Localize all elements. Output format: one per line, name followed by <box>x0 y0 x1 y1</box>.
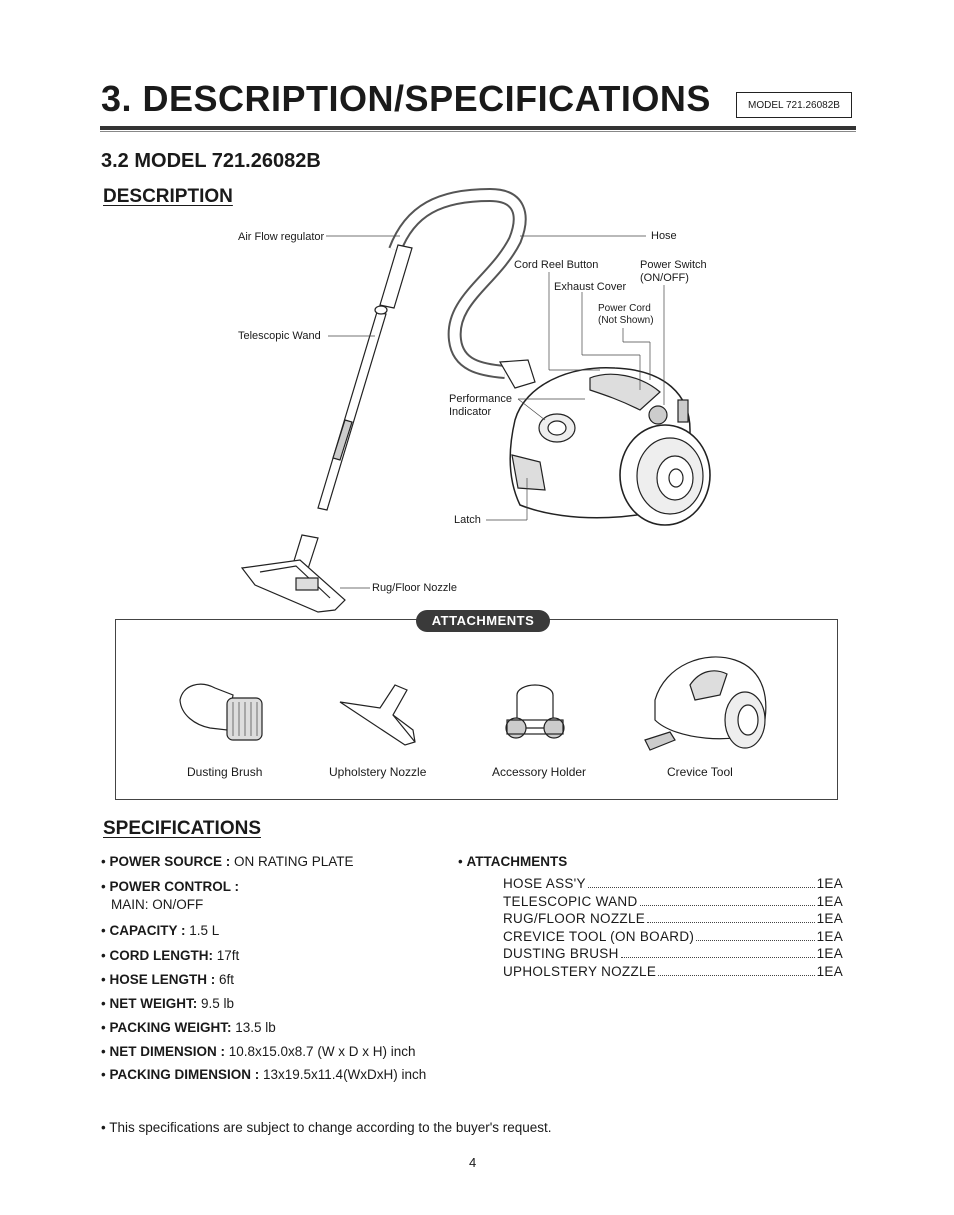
leader-dots <box>696 930 815 941</box>
spec-power-source: • POWER SOURCE : ON RATING PLATE <box>101 854 354 869</box>
attachment-qty: 1EA <box>816 876 843 891</box>
callout-power-cord-sub: (Not Shown) <box>598 315 654 326</box>
attachment-name: UPHOLSTERY NOZZLE <box>503 963 657 979</box>
description-heading: DESCRIPTION <box>103 186 233 207</box>
callout-latch: Latch <box>454 514 481 526</box>
leader-dots <box>587 877 815 888</box>
section-subtitle: 3.2 MODEL 721.26082B <box>101 150 321 172</box>
specifications-heading: SPECIFICATIONS <box>103 818 261 839</box>
attachment-name: DUSTING BRUSH <box>503 946 619 961</box>
callout-performance-sub: Indicator <box>449 406 492 418</box>
callout-performance: Performance <box>449 393 512 405</box>
attachments-list: HOSE ASS'Y 1EA TELESCOPIC WAND 1EA RUG/F… <box>503 876 843 981</box>
callout-power-switch: Power Switch <box>640 259 707 271</box>
attachment-label-upholstery-nozzle: Upholstery Nozzle <box>329 765 427 779</box>
attachments-list-heading: • ATTACHMENTS <box>458 854 568 869</box>
attachment-qty: 1EA <box>816 928 843 944</box>
callout-hose: Hose <box>651 230 677 242</box>
crevice-tool-icon <box>644 656 767 751</box>
attachment-name: TELESCOPIC WAND <box>503 893 638 909</box>
attachment-row: DUSTING BRUSH 1EA <box>503 946 843 964</box>
callout-rug-floor-nozzle: Rug/Floor Nozzle <box>372 582 457 594</box>
attachment-row: HOSE ASS'Y 1EA <box>503 876 843 894</box>
attachment-name: HOSE ASS'Y <box>503 876 586 891</box>
callout-cord-reel-button: Cord Reel Button <box>514 259 599 271</box>
callout-air-flow-regulator: Air Flow regulator <box>238 231 325 243</box>
attachment-label-dusting-brush: Dusting Brush <box>187 765 263 779</box>
leader-dots <box>620 947 815 958</box>
attachment-qty: 1EA <box>816 946 843 961</box>
attachment-row: RUG/FLOOR NOZZLE 1EA <box>503 911 843 929</box>
leader-dots <box>647 912 815 923</box>
callout-exhaust-cover: Exhaust Cover <box>554 281 627 293</box>
attachment-name: RUG/FLOOR NOZZLE <box>503 911 646 926</box>
spec-net-weight: • NET WEIGHT: 9.5 lb <box>101 996 235 1011</box>
attachment-label-crevice-tool: Crevice Tool <box>667 765 733 779</box>
page-title: 3. DESCRIPTION/SPECIFICATIONS <box>101 78 711 119</box>
spec-hose-length: • HOSE LENGTH : 6ft <box>101 972 235 987</box>
title-divider-thin <box>100 131 856 132</box>
model-number-box: MODEL 721.26082B <box>736 92 852 118</box>
upholstery-nozzle-icon <box>339 684 416 746</box>
attachment-qty: 1EA <box>816 963 843 979</box>
leader-dots <box>658 965 815 976</box>
attachments-badge: ATTACHMENTS <box>416 610 550 632</box>
vacuum-diagram <box>240 187 711 613</box>
attachment-row: UPHOLSTERY NOZZLE 1EA <box>503 964 843 982</box>
attachment-row: CREVICE TOOL (ON BOARD) 1EA <box>503 929 843 947</box>
dusting-brush-icon <box>179 683 263 741</box>
spec-packing-weight: • PACKING WEIGHT: 13.5 lb <box>101 1020 276 1035</box>
spec-capacity: • CAPACITY : 1.5 L <box>101 923 220 938</box>
title-divider <box>100 126 856 130</box>
attachments-illustrations <box>179 656 767 751</box>
callout-telescopic-wand: Telescopic Wand <box>238 330 321 342</box>
spec-packing-dimension: • PACKING DIMENSION : 13x19.5x11.4(WxDxH… <box>101 1067 427 1082</box>
attachment-qty: 1EA <box>816 911 843 926</box>
attachment-label-accessory-holder: Accessory Holder <box>492 765 587 779</box>
spec-note: • This specifications are subject to cha… <box>101 1120 552 1135</box>
accessory-holder-icon <box>505 684 565 739</box>
callout-power-cord: Power Cord <box>598 303 651 314</box>
attachment-row: TELESCOPIC WAND 1EA <box>503 894 843 912</box>
leader-dots <box>639 895 815 906</box>
attachment-qty: 1EA <box>816 893 843 909</box>
attachment-name: CREVICE TOOL (ON BOARD) <box>503 928 695 944</box>
spec-net-dimension: • NET DIMENSION : 10.8x15.0x8.7 (W x D x… <box>101 1044 416 1059</box>
spec-power-control: • POWER CONTROL : <box>101 879 239 894</box>
callout-power-switch-sub: (ON/OFF) <box>640 272 689 284</box>
spec-power-control-main: MAIN: ON/OFF <box>111 897 204 912</box>
spec-cord-length: • CORD LENGTH: 17ft <box>101 948 240 963</box>
page-number: 4 <box>469 1155 477 1170</box>
